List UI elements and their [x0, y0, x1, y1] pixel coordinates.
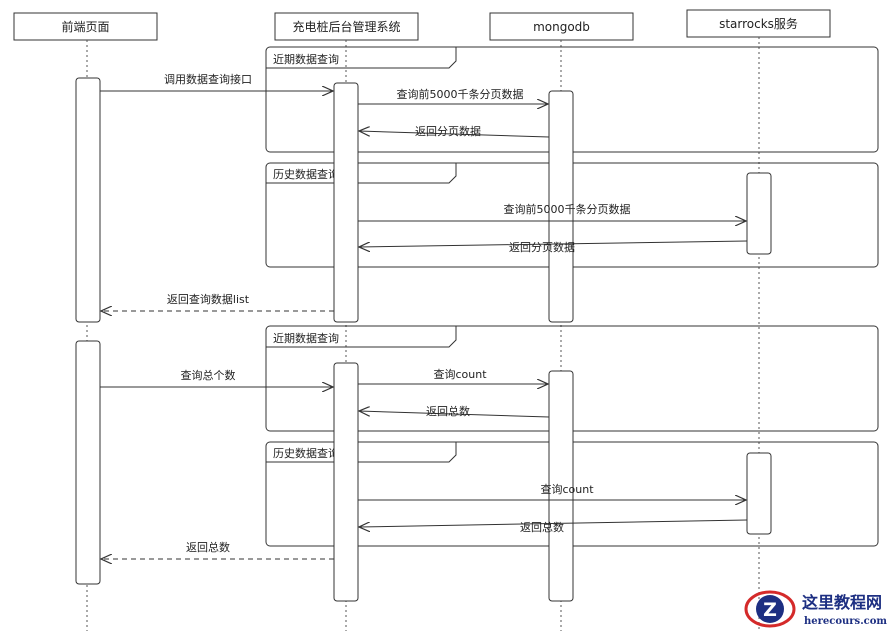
message-7: 查询总个数: [100, 368, 333, 387]
message-2: 查询前5000千条分页数据: [358, 87, 548, 104]
message-10: 查询count: [358, 482, 746, 500]
fragment-label: 近期数据查询: [273, 331, 339, 345]
message-label: 查询前5000千条分页数据: [397, 87, 524, 101]
message-11: 返回总数: [359, 519, 748, 534]
participant-label: mongodb: [533, 20, 590, 34]
participant-mongodb: mongodb: [489, 12, 634, 41]
message-label: 返回总数: [520, 520, 564, 534]
activation-frontend-2: [75, 340, 101, 585]
fragment-label: 近期数据查询: [273, 52, 339, 66]
message-label: 返回分页数据: [415, 124, 481, 138]
message-12: 返回总数: [101, 540, 334, 559]
participant-label: 前端页面: [61, 19, 109, 34]
activation-frontend-1: [75, 77, 101, 323]
participant-starrocks: starrocks服务: [686, 9, 831, 38]
watermark-logo-icon: Z: [744, 590, 796, 628]
watermark-logo-letter: Z: [763, 599, 777, 621]
message-label: 查询count: [433, 367, 487, 381]
participant-frontend: 前端页面: [13, 12, 158, 41]
message-label: 查询总个数: [181, 368, 236, 382]
message-1: 调用数据查询接口: [100, 72, 333, 91]
message-8: 查询count: [358, 367, 548, 384]
message-label: 调用数据查询接口: [164, 72, 252, 86]
message-label: 返回分页数据: [509, 240, 575, 254]
fragment-label: 历史数据查询: [273, 167, 339, 181]
message-6: 返回查询数据list: [101, 292, 334, 311]
activation-backend-2: [333, 362, 359, 602]
participant-backend: 充电桩后台管理系统: [274, 12, 419, 41]
activation-mongodb-1: [548, 90, 574, 323]
fragment-label: 历史数据查询: [273, 446, 339, 460]
activation-starrocks-1: [746, 172, 772, 255]
message-5: 返回分页数据: [359, 240, 748, 254]
message-4: 查询前5000千条分页数据: [358, 202, 746, 221]
message-label: 查询前5000千条分页数据: [504, 202, 631, 216]
message-9: 返回总数: [359, 404, 550, 418]
participant-label: starrocks服务: [719, 16, 798, 31]
watermark: Z 这里教程网 herecours.com: [744, 590, 887, 628]
activation-mongodb-2: [548, 370, 574, 602]
message-3: 返回分页数据: [359, 124, 550, 138]
activation-backend-1: [333, 82, 359, 323]
activation-starrocks-2: [746, 452, 772, 535]
participant-label: 充电桩后台管理系统: [292, 19, 400, 34]
message-label: 返回总数: [186, 540, 230, 554]
watermark-title: 这里教程网: [802, 593, 882, 612]
message-label: 返回查询数据list: [167, 292, 250, 306]
activations: [75, 77, 772, 602]
message-label: 查询count: [540, 482, 594, 496]
message-label: 返回总数: [426, 404, 470, 418]
watermark-url: herecours.com: [804, 616, 887, 627]
